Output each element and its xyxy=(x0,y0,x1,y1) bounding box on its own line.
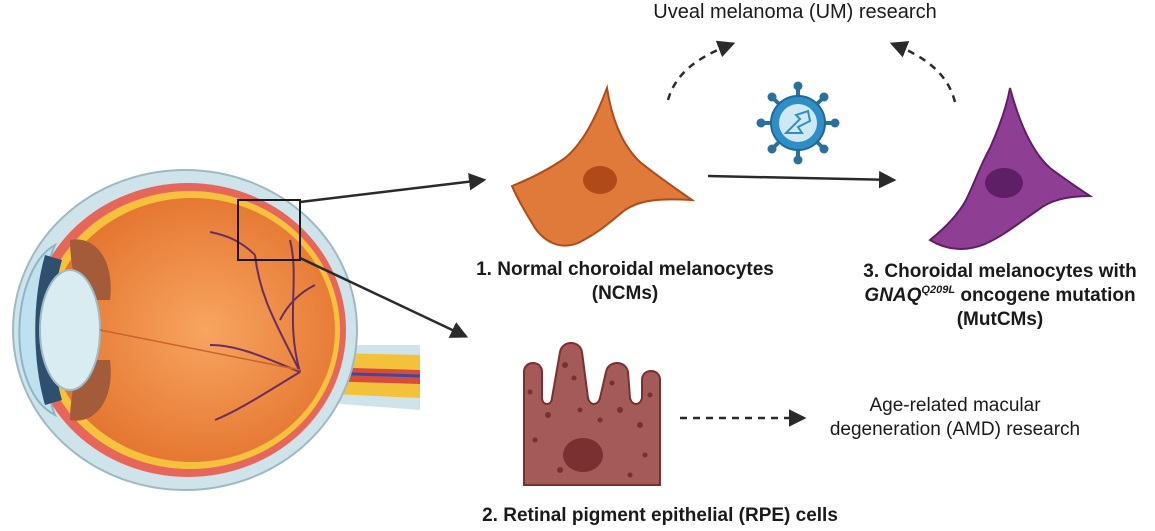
arrows xyxy=(299,40,957,427)
mutcm-label-line3: (MutCMs) xyxy=(956,308,1044,330)
rpe-label: 2. Retinal pigment epithelial (RPE) cell… xyxy=(482,505,838,526)
um-research-label: Uveal melanoma (UM) research xyxy=(653,1,937,23)
arrow-ncm-to-um xyxy=(666,40,736,101)
arrow-eye-to-rpe xyxy=(299,256,469,338)
rpe-nucleus xyxy=(563,438,603,472)
amd-research-label: Age-related macular degeneration (AMD) r… xyxy=(790,394,1120,442)
mutcm-label: 3. Choroidal melanocytes with GNAQQ209L … xyxy=(830,260,1155,331)
ncm-label-line1: 1. Normal choroidal melanocytes xyxy=(476,259,774,280)
eye-anatomy-icon xyxy=(12,169,421,491)
amd-label-line2: degeneration (AMD) research xyxy=(829,418,1081,440)
gene-mutation-sup: Q209L xyxy=(921,283,956,296)
ncm-nucleus xyxy=(583,166,617,194)
mutation-text: oncogene mutation xyxy=(955,284,1136,306)
mutcm-label-line1: 3. Choroidal melanocytes with xyxy=(863,261,1137,282)
arrow-ncm-to-mutcm xyxy=(707,170,897,189)
arrow-eye-to-ncm xyxy=(299,172,487,204)
amd-label-line1: Age-related macular xyxy=(869,395,1041,416)
melanocyte-icon xyxy=(510,84,696,247)
mutcm-cell-icon xyxy=(928,87,1094,250)
gene-name: GNAQ xyxy=(864,284,922,306)
mutcm-label-line2: GNAQQ209L oncogene mutation xyxy=(830,284,1155,308)
rpe-cell-icon xyxy=(523,342,661,486)
ncm-label: 1. Normal choroidal melanocytes (NCMs) xyxy=(415,258,835,306)
virus-icon xyxy=(756,81,840,165)
ncm-label-line2: (NCMs) xyxy=(591,282,659,304)
mutcm-nucleus xyxy=(985,168,1023,198)
arrow-mutcm-to-um xyxy=(889,41,957,103)
